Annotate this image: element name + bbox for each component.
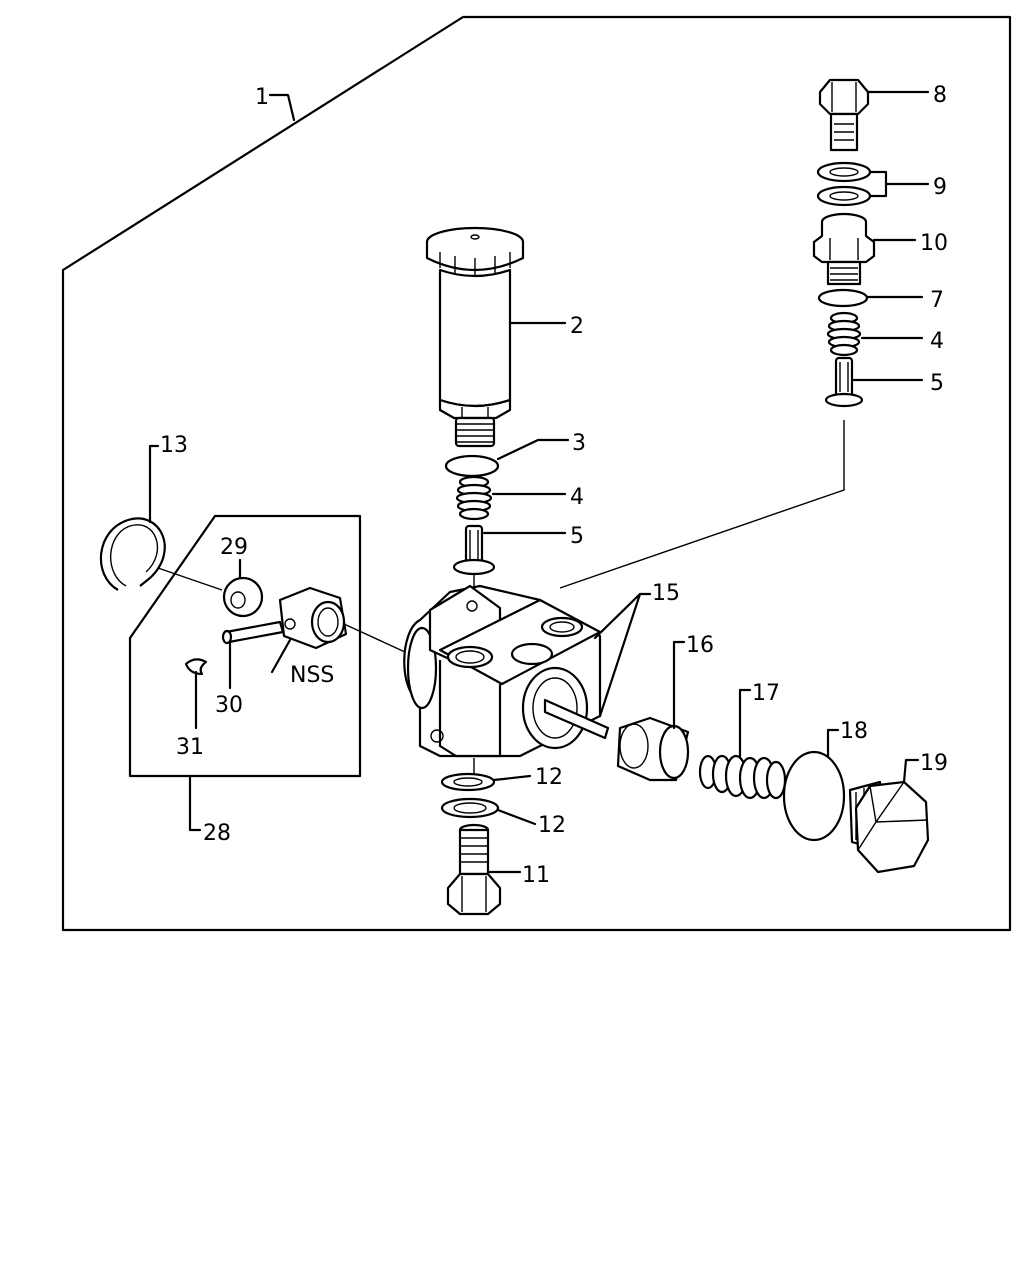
label-primer-pump: 2 <box>570 314 584 339</box>
spring-17-icon <box>698 754 787 800</box>
valve-icon <box>452 524 496 576</box>
label-bolt: 11 <box>522 863 550 888</box>
eye-bolt-icon <box>818 78 870 152</box>
clip-icon <box>184 658 208 676</box>
label-washer-12b: 12 <box>538 813 566 838</box>
label-nss: NSS <box>290 663 334 688</box>
valve-holder-icon <box>812 212 876 286</box>
assembly-outline <box>61 15 1012 932</box>
label-valve-right: 5 <box>930 371 944 396</box>
pin-icon <box>221 620 285 645</box>
label-pin-15: 15 <box>652 581 680 606</box>
label-roller: 29 <box>220 535 248 560</box>
tappet-icon <box>278 586 348 650</box>
roller-icon <box>222 576 264 618</box>
o-ring-icon <box>817 288 869 308</box>
gasket-pair-icon <box>816 161 872 207</box>
label-spring-right: 4 <box>930 329 944 354</box>
gasket-18-icon <box>782 750 846 842</box>
bolt-icon <box>446 823 502 916</box>
label-valve-holder: 10 <box>920 231 948 256</box>
label-assembly: 1 <box>255 85 269 110</box>
label-plug: 19 <box>920 751 948 776</box>
label-eye-bolt: 8 <box>933 83 947 108</box>
piston-icon <box>616 716 690 782</box>
washer-icon <box>444 454 500 478</box>
washer-12a-icon <box>440 772 496 792</box>
label-valve-upper: 5 <box>570 524 584 549</box>
label-washer-12a: 12 <box>535 765 563 790</box>
label-piston: 16 <box>686 633 714 658</box>
spring-icon <box>455 475 493 521</box>
label-snap-ring: 13 <box>160 433 188 458</box>
label-o-ring: 7 <box>930 288 944 313</box>
label-pin: 30 <box>215 693 243 718</box>
washer-12b-icon <box>440 797 500 819</box>
valve-right-icon <box>824 356 864 408</box>
label-washer-3: 3 <box>572 431 586 456</box>
pump-body-icon <box>403 584 610 758</box>
primer-pump-icon <box>425 226 525 448</box>
label-clip: 31 <box>176 735 204 760</box>
kit-outline <box>128 514 362 778</box>
label-spring-17: 17 <box>752 681 780 706</box>
label-gaskets: 9 <box>933 175 947 200</box>
label-spring-upper: 4 <box>570 485 584 510</box>
label-kit: 28 <box>203 821 231 846</box>
label-gasket-18: 18 <box>840 719 868 744</box>
plug-icon <box>848 780 930 874</box>
spring-right-icon <box>826 311 862 357</box>
